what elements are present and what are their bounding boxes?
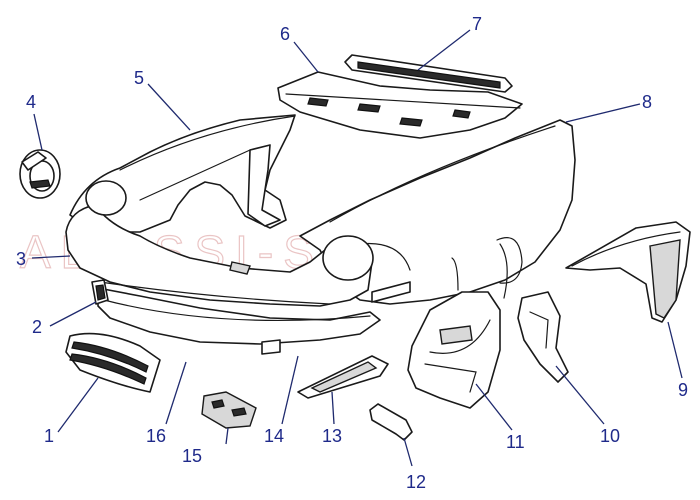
callout-13: 13 [322,426,342,446]
part-13-sill-cover [297,355,389,399]
part-3-nose-panel [65,180,374,307]
callout-11: 11 [506,432,525,452]
callout-12: 12 [406,472,426,492]
callout-labels: 1 2 3 4 5 6 7 8 9 10 11 12 13 14 15 16 [16,14,688,492]
leader-12 [403,437,413,467]
part-8-wheel-arch-trim [451,243,508,299]
part-9-rear-wing-panel [565,221,691,323]
callout-10: 10 [600,426,620,446]
part-5-front-wing [69,114,296,233]
leader-16 [165,361,187,425]
callout-5: 5 [134,68,144,88]
leader-9 [667,321,683,379]
part-2-bracket [91,279,109,305]
part-6-scuttle-panel [277,71,523,139]
part-11-inner-wheel-arch [407,291,501,409]
leader-13 [331,391,335,425]
callout-2: 2 [32,317,42,337]
part-1-front-grille [65,332,161,393]
part-10-splash-panel [517,291,569,383]
leader-11 [475,383,513,431]
callout-3: 3 [16,249,26,269]
part-15-plate-bracket [201,391,257,429]
callout-16: 16 [146,426,166,446]
callout-7: 7 [472,14,482,34]
leader-lines [31,29,683,467]
part-12-bracket [369,403,413,441]
callout-6: 6 [280,24,290,44]
callout-8: 8 [642,92,652,112]
leader-2 [49,301,97,327]
leader-1 [57,377,99,433]
leader-10 [555,365,605,425]
leader-5 [147,83,191,131]
callout-14: 14 [264,426,284,446]
part-16-front-valance [97,287,381,355]
part-7-cowl-grille [344,54,513,93]
leader-4 [33,113,43,151]
part-4-headlamp-bezel [19,149,61,199]
leader-14 [281,355,299,425]
leader-15 [225,427,229,445]
callout-9: 9 [678,380,688,400]
callout-1: 1 [44,426,54,446]
leader-3 [31,255,71,259]
callout-15: 15 [182,446,202,466]
leader-8 [565,103,641,123]
leader-7 [417,29,471,71]
leader-6 [293,41,319,73]
callout-4: 4 [26,92,36,112]
